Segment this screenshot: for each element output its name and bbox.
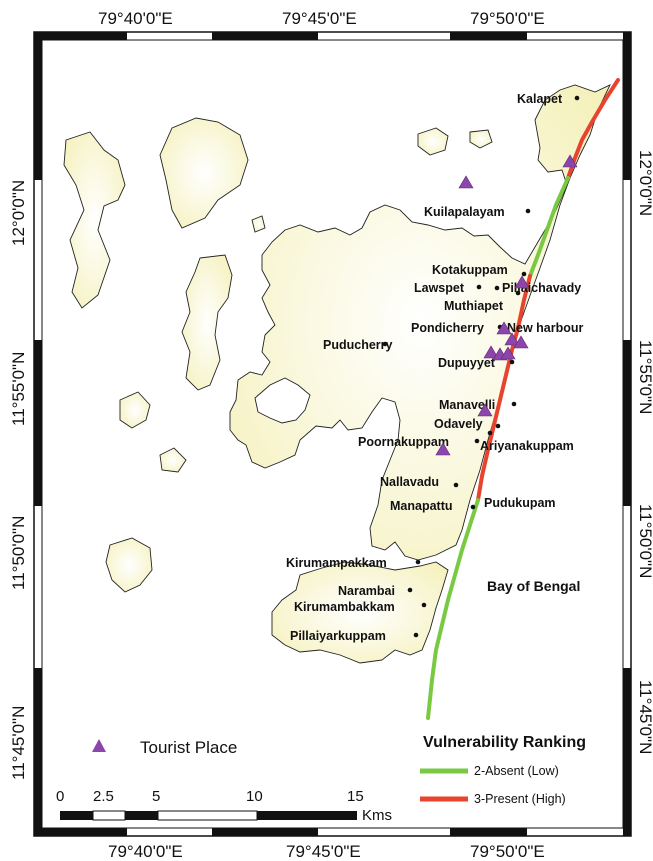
coord-bottom-1: 79°40'0"E [108, 842, 183, 861]
legend-tourist: Tourist Place [92, 738, 237, 757]
label-kirumampakkam: Kirumampakkam [286, 556, 387, 570]
coord-left-4: 11°45'0"N [9, 706, 28, 780]
frame-graduation [34, 32, 631, 836]
scale-tick-2-5: 2.5 [93, 788, 114, 805]
coord-right-3: 11°50'0"N [636, 504, 653, 578]
coastline-high-central [476, 274, 532, 502]
tourist-marker [435, 442, 451, 456]
label-ariyanakuppam: Ariyanakuppam [480, 439, 574, 453]
coastline-low-south [426, 498, 480, 720]
coord-right-2: 11°55'0"N [636, 340, 653, 414]
label-pillaiyarkuppam: Pillaiyarkuppam [290, 629, 386, 643]
land-areas [63, 84, 611, 664]
tourist-marker [496, 321, 512, 335]
coord-top-2: 79°45'0"E [282, 9, 357, 28]
label-pillaichavady: Pillaichavady [502, 281, 581, 295]
tourist-marker [504, 332, 520, 346]
label-kalapet: Kalapet [517, 92, 563, 106]
coord-top-1: 79°40'0"E [98, 9, 173, 28]
coord-bottom-3: 79°50'0"E [470, 842, 545, 861]
legend-low-label: 2-Absent (Low) [474, 764, 559, 778]
place-labels: Kalapet Kuilapalayam Kotakuppam Lawspet … [286, 92, 584, 643]
label-manapattu: Manapattu [390, 499, 453, 513]
tourist-marker [458, 175, 474, 189]
coastline-vulnerability [426, 78, 620, 720]
scale-tick-0: 0 [56, 788, 64, 805]
label-kuilapalayam: Kuilapalayam [424, 205, 505, 219]
tourist-marker [514, 275, 530, 289]
label-kirumambakkam: Kirumambakkam [294, 600, 395, 614]
label-puducherry: Puducherry [323, 338, 393, 352]
coord-top-3: 79°50'0"E [470, 9, 545, 28]
tourist-markers [435, 154, 578, 456]
legend-title: Vulnerability Ranking [423, 734, 586, 751]
label-muthiapet: Muthiapet [444, 299, 504, 313]
scale-tick-15: 15 [347, 788, 364, 805]
label-lawspet: Lawspet [414, 281, 465, 295]
label-dupuyyet: Dupuyyet [438, 356, 496, 370]
tourist-marker [483, 345, 499, 359]
coord-right-1: 12°0'0"N [636, 150, 653, 216]
scale-unit: Kms [362, 807, 392, 824]
label-poornakuppam: Poornakuppam [358, 435, 449, 449]
tourist-marker [562, 154, 578, 168]
map-frame-inner [41, 39, 624, 829]
label-narambai: Narambai [338, 584, 395, 598]
coord-bottom-2: 79°45'0"E [286, 842, 361, 861]
label-pudukupam: Pudukupam [484, 496, 556, 510]
label-new-harbour: New harbour [507, 321, 584, 335]
tourist-marker [477, 403, 493, 417]
legend-tourist-label: Tourist Place [140, 738, 237, 757]
legend-high-label: 3-Present (High) [474, 792, 566, 806]
coord-right-4: 11°45'0"N [636, 680, 653, 754]
legend-vulnerability: Vulnerability Ranking 2-Absent (Low) 3-P… [420, 734, 586, 806]
scale-tick-5: 5 [152, 788, 160, 805]
tourist-marker [500, 346, 516, 360]
coord-left-1: 12°0'0"N [9, 180, 28, 246]
label-odavely: Odavely [434, 417, 483, 431]
label-manavelli: Manavelli [439, 398, 495, 412]
sea-label: Bay of Bengal [487, 578, 580, 594]
coord-left-3: 11°50'0"N [9, 516, 28, 590]
tourist-marker [513, 335, 529, 349]
coord-left-2: 11°55'0"N [9, 352, 28, 426]
scale-bar: 0 2.5 5 10 15 Kms [56, 788, 392, 824]
legend-tourist-triangle-icon [92, 739, 106, 752]
scale-tick-10: 10 [246, 788, 263, 805]
coastline-low-north [528, 176, 570, 278]
label-nallavadu: Nallavadu [380, 475, 439, 489]
label-kotakuppam: Kotakuppam [432, 263, 508, 277]
label-pondicherry: Pondicherry [411, 321, 484, 335]
